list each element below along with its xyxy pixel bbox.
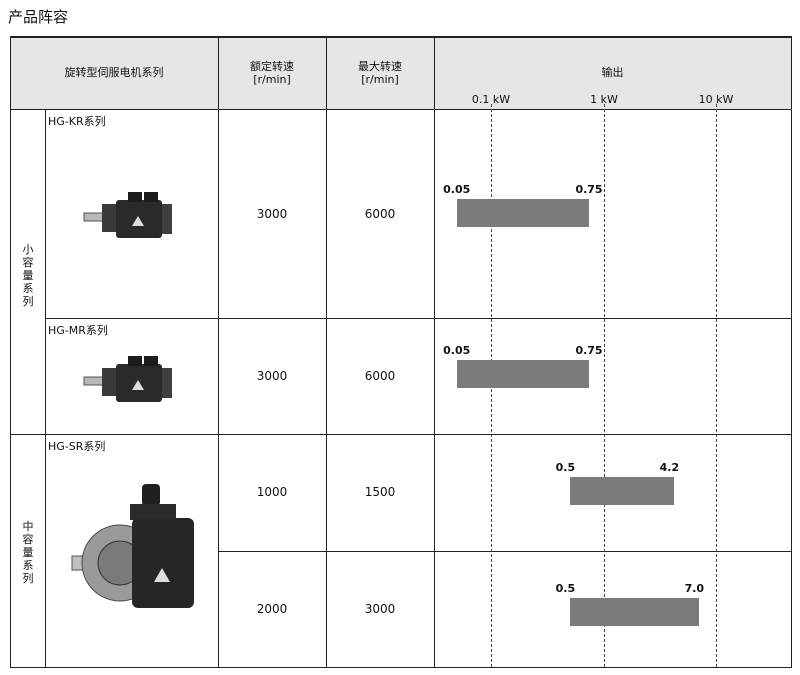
output-max-label: 7.0 xyxy=(684,582,705,595)
max-speed-row-1: 6000 xyxy=(364,207,396,221)
output-max-label: 0.75 xyxy=(575,344,603,357)
max-speed-row-2: 6000 xyxy=(364,369,396,383)
table-left-border xyxy=(10,36,11,668)
output-min-label: 0.5 xyxy=(555,582,576,595)
rated-speed-row-4: 2000 xyxy=(256,602,288,616)
table-bottom-border xyxy=(10,667,792,668)
header-max-speed: 最大转速 [r/min] xyxy=(326,60,434,86)
table-top-border xyxy=(10,36,792,38)
row-divider-3 xyxy=(218,551,792,552)
row-divider-2 xyxy=(10,434,792,435)
output-range-bar xyxy=(569,598,699,626)
output-min-label: 0.05 xyxy=(443,183,471,196)
series-column-border xyxy=(218,36,219,668)
rated-speed-row-3: 1000 xyxy=(256,485,288,499)
series-name-hg-kr: HG-KR系列 xyxy=(48,115,106,128)
output-column-border xyxy=(791,36,792,668)
header-rated-speed-unit: [r/min] xyxy=(253,73,291,86)
axis-tick-0-1kw: 0.1 kW xyxy=(471,93,511,106)
header-output: 输出 xyxy=(601,66,624,79)
rated-column-border xyxy=(326,36,327,668)
header-max-speed-unit: [r/min] xyxy=(361,73,399,86)
category-column-border xyxy=(45,109,46,668)
rated-speed-row-1: 3000 xyxy=(256,207,288,221)
output-range-bar xyxy=(457,199,590,227)
header-series: 旋转型伺服电机系列 xyxy=(64,66,164,79)
output-min-label: 0.05 xyxy=(443,344,471,357)
output-max-label: 4.2 xyxy=(659,461,680,474)
max-column-border xyxy=(434,36,435,668)
output-max-label: 0.75 xyxy=(575,183,603,196)
motor-image-hg-sr xyxy=(71,484,194,608)
category-medium-capacity: 中容量系列 xyxy=(22,520,34,585)
max-speed-row-4: 3000 xyxy=(364,602,396,616)
motor-image-hg-kr xyxy=(83,192,172,238)
motor-image-hg-mr xyxy=(83,356,172,402)
category-small-capacity: 小容量系列 xyxy=(22,243,34,308)
output-range-bar xyxy=(457,360,590,388)
series-name-hg-mr: HG-MR系列 xyxy=(48,324,108,337)
gridline-1kw xyxy=(604,104,605,667)
gridline-10kw xyxy=(716,104,717,667)
header-rated-speed-label: 额定转速 xyxy=(250,60,294,73)
series-name-hg-sr: HG-SR系列 xyxy=(48,440,106,453)
header-rated-speed: 额定转速 [r/min] xyxy=(218,60,326,86)
output-min-label: 0.5 xyxy=(555,461,576,474)
rated-speed-row-2: 3000 xyxy=(256,369,288,383)
table-header-background xyxy=(10,37,792,109)
header-max-speed-label: 最大转速 xyxy=(358,60,402,73)
row-divider-1 xyxy=(45,318,792,319)
max-speed-row-3: 1500 xyxy=(364,485,396,499)
header-bottom-border xyxy=(10,109,792,110)
axis-tick-10kw: 10 kW xyxy=(698,93,734,106)
axis-tick-1kw: 1 kW xyxy=(590,93,618,106)
output-range-bar xyxy=(569,477,674,505)
page-title: 产品阵容 xyxy=(8,8,69,26)
